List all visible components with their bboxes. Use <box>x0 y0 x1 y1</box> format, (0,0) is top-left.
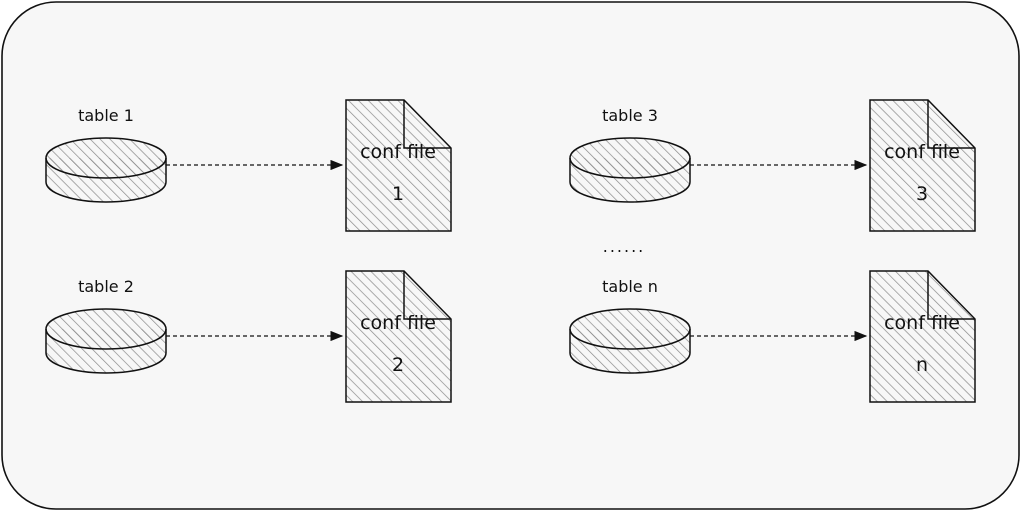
table-1-label: table 1 <box>78 106 134 125</box>
database-icon <box>45 137 167 203</box>
table-1-node[interactable]: table 1 <box>45 106 167 203</box>
document-icon <box>345 99 452 232</box>
conf-file-1-number: 1 <box>392 183 404 205</box>
conf-file-2-node[interactable]: conf file 2 <box>345 270 452 403</box>
table-2-label: table 2 <box>78 277 134 296</box>
conf-file-3-label: conf file <box>884 141 960 163</box>
conf-file-2-number: 2 <box>392 354 404 376</box>
table-n-node[interactable]: table n <box>569 277 691 374</box>
conf-file-n-node[interactable]: conf file n <box>869 270 976 403</box>
table-3-label: table 3 <box>602 106 658 125</box>
document-icon <box>869 270 976 403</box>
conf-file-3-number: 3 <box>916 183 928 205</box>
conf-file-1-node[interactable]: conf file 1 <box>345 99 452 232</box>
document-icon <box>869 99 976 232</box>
table-2-node[interactable]: table 2 <box>45 277 167 374</box>
table-3-node[interactable]: table 3 <box>569 106 691 203</box>
conf-file-3-node[interactable]: conf file 3 <box>869 99 976 232</box>
database-icon <box>569 308 691 374</box>
conf-file-n-number: n <box>916 354 928 376</box>
conf-file-n-label: conf file <box>884 312 960 334</box>
conf-file-1-label: conf file <box>360 141 436 163</box>
database-icon <box>569 137 691 203</box>
document-icon <box>345 270 452 403</box>
ellipsis: ...... <box>603 237 646 256</box>
table-n-label: table n <box>602 277 658 296</box>
database-icon <box>45 308 167 374</box>
conf-file-2-label: conf file <box>360 312 436 334</box>
